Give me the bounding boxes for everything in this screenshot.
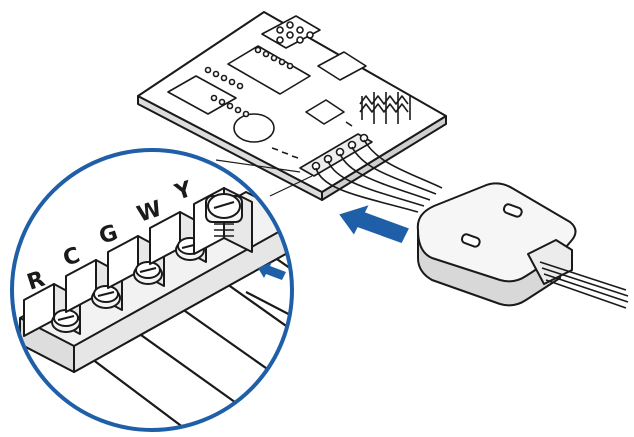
board-components: [167, 15, 411, 177]
connector-plug: [416, 182, 577, 307]
terminal-y: [193, 187, 253, 255]
lens-ring: [10, 148, 294, 432]
exit-wires: [539, 261, 629, 309]
terminal-labels: R C G W Y: [24, 177, 196, 296]
terminal-label-r: R: [24, 267, 48, 296]
callout-leaders: [215, 159, 313, 197]
arrow-left-icon: [336, 202, 412, 245]
small-arrow-left-icon: [258, 262, 286, 280]
terminal-towers: [23, 187, 253, 337]
wire-bundle: [315, 139, 443, 213]
terminal-label-c: C: [60, 243, 83, 272]
magnified-lens: [10, 148, 294, 432]
